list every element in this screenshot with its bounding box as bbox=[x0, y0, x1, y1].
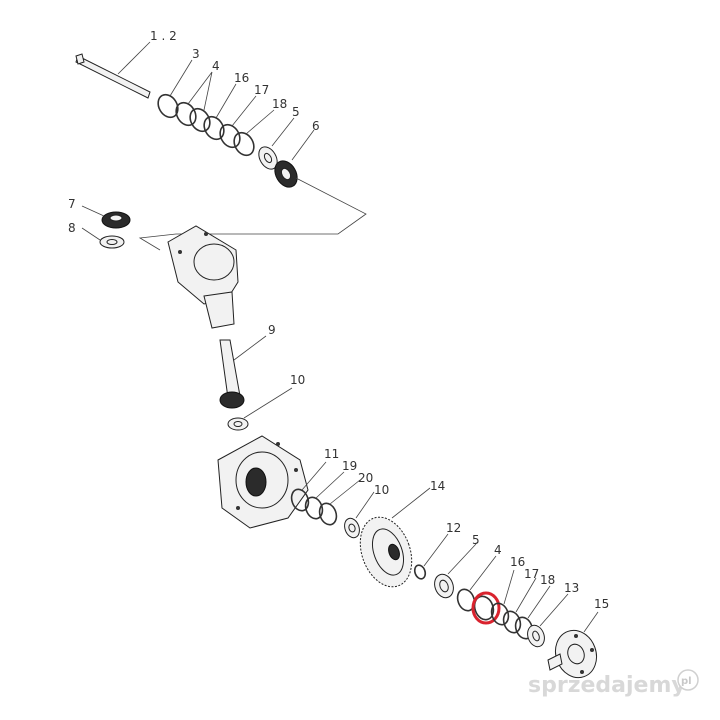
label-10-lower: 10 bbox=[374, 483, 389, 497]
label-17-lower: 17 bbox=[524, 567, 539, 581]
label-18-top: 18 bbox=[272, 97, 287, 111]
ring-gear-part-14[interactable] bbox=[351, 510, 421, 594]
label-18-lower: 18 bbox=[540, 573, 555, 587]
output-flange-part-15[interactable] bbox=[547, 625, 603, 684]
bearing-part-5-top[interactable] bbox=[255, 144, 281, 173]
watermark-text: sprzedajemy bbox=[528, 673, 686, 698]
bearing-part-13[interactable] bbox=[525, 623, 548, 649]
bearing-part-10-lower[interactable] bbox=[342, 516, 362, 540]
label-1-2: 1 . 2 bbox=[150, 29, 177, 43]
label-8: 8 bbox=[68, 221, 76, 235]
highlighted-shim-part-4[interactable] bbox=[471, 591, 501, 625]
label-16-lower: 16 bbox=[510, 555, 525, 569]
label-16-top: 16 bbox=[234, 71, 249, 85]
shim-part-18-lower[interactable] bbox=[513, 615, 536, 641]
label-10-upper: 10 bbox=[290, 373, 305, 387]
shim-part-4-lower[interactable] bbox=[455, 587, 478, 613]
red-highlight-circle bbox=[471, 591, 501, 625]
label-5-top: 5 bbox=[292, 105, 300, 119]
bevel-gear-part-7[interactable] bbox=[101, 211, 131, 229]
label-15: 15 bbox=[594, 597, 609, 611]
shim-part-19[interactable] bbox=[303, 495, 326, 521]
bearing-part-8[interactable] bbox=[99, 235, 125, 249]
bearing-part-10-upper[interactable] bbox=[227, 417, 249, 431]
label-14: 14 bbox=[430, 479, 445, 493]
label-4-top: 4 bbox=[212, 59, 220, 73]
label-13: 13 bbox=[564, 581, 579, 595]
label-3: 3 bbox=[192, 47, 200, 61]
watermark-dot-icon bbox=[677, 669, 699, 691]
shim-part-16-top[interactable] bbox=[200, 113, 228, 143]
gear-part-6[interactable] bbox=[270, 157, 301, 191]
label-9: 9 bbox=[268, 323, 276, 337]
label-7: 7 bbox=[68, 197, 76, 211]
label-4-lower: 4 bbox=[494, 543, 502, 557]
label-19: 19 bbox=[342, 459, 357, 473]
circlip-part-3[interactable] bbox=[154, 91, 182, 121]
pinion-shaft-part-9[interactable] bbox=[219, 339, 245, 409]
lower-gear-housing[interactable] bbox=[217, 435, 309, 529]
shim-part-20[interactable] bbox=[317, 501, 340, 527]
label-20: 20 bbox=[358, 471, 373, 485]
shim-part-17-lower[interactable] bbox=[501, 609, 524, 635]
shaft-part-1-2[interactable] bbox=[75, 53, 151, 99]
upper-gear-housing[interactable] bbox=[167, 225, 239, 329]
label-11: 11 bbox=[324, 447, 339, 461]
label-5-lower: 5 bbox=[472, 533, 480, 547]
sprzedajemy-watermark: sprzedajemy pl bbox=[528, 669, 699, 698]
shim-part-18-top[interactable] bbox=[230, 129, 258, 159]
bearing-part-5-lower[interactable] bbox=[431, 572, 456, 601]
shim-part-17-top[interactable] bbox=[216, 121, 244, 151]
watermark-suffix: pl bbox=[681, 676, 692, 687]
spacer-part-12[interactable] bbox=[413, 564, 427, 581]
label-17-top: 17 bbox=[254, 83, 269, 97]
shim-part-11[interactable] bbox=[289, 487, 312, 513]
label-6: 6 bbox=[312, 119, 320, 133]
label-12: 12 bbox=[446, 521, 461, 535]
